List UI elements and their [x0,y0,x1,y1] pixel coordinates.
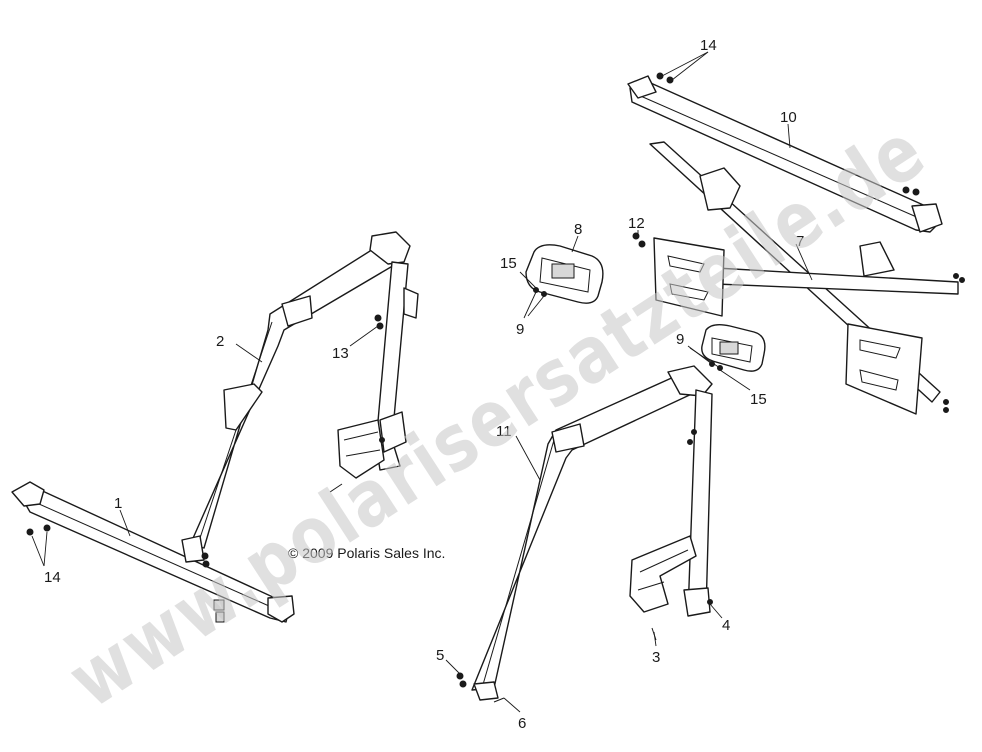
callout-7: 7 [796,233,804,250]
callout-14-top: 14 [700,37,717,54]
callout-14-left: 14 [44,569,61,586]
callout-15-left: 15 [500,255,517,272]
part-11-roll-bar-frame [456,365,713,703]
part-10-upper-tube [627,72,943,233]
callout-6: 6 [518,715,526,732]
part-2-roll-bar-frame [181,231,419,568]
part-8-mirror-right [701,323,766,372]
copyright-notice: © 2009 Polaris Sales Inc. [288,545,445,561]
callout-5: 5 [436,647,444,664]
part-1-lower-tube [11,481,295,623]
hardware-14-left [26,524,51,536]
callout-3: 3 [652,649,660,666]
leader-lines [31,51,813,713]
part-8-mirror [525,244,604,304]
part-7-cross-brace [649,141,965,415]
callout-15-right: 15 [750,391,767,408]
callout-1: 1 [114,495,122,512]
callout-9-left: 9 [516,321,524,338]
callout-8: 8 [574,221,582,238]
callout-2: 2 [216,333,224,350]
callout-13: 13 [332,345,349,362]
callout-10: 10 [780,109,797,126]
callout-12: 12 [628,215,645,232]
callout-labels: 1 2 13 14 14 10 7 8 12 15 9 9 15 11 5 6 … [44,37,804,732]
callout-4: 4 [722,617,730,634]
hardware-12 [632,232,646,248]
callout-11: 11 [496,423,512,440]
callout-9-right: 9 [676,331,684,348]
